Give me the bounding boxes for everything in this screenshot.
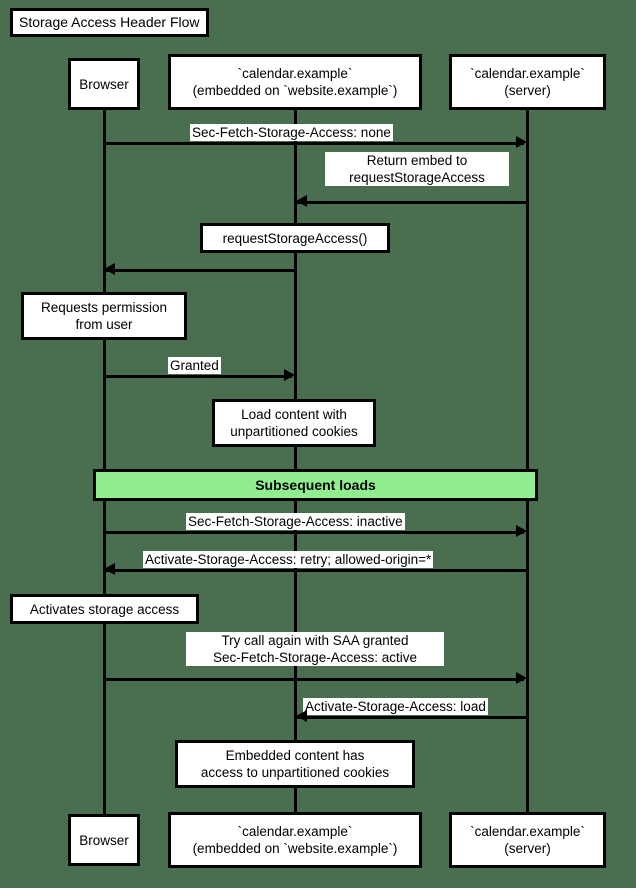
note-load-content-label: Load content with unpartitioned cookies	[230, 407, 358, 439]
note-activates-storage-access: Activates storage access	[10, 594, 199, 624]
participant-browser-bottom[interactable]: Browser	[68, 814, 140, 866]
participant-server-top[interactable]: `calendar.example` (server)	[449, 54, 606, 110]
note-embedded-content-access-label: Embedded content has access to unpartiti…	[200, 748, 390, 780]
diagram-title: Storage Access Header Flow	[10, 8, 209, 37]
message-line-embed-to-browser	[104, 269, 295, 272]
message-arrowhead-granted	[284, 369, 295, 381]
participant-embed-bottom-label: `calendar.example` (embedded on `website…	[192, 824, 398, 856]
message-label-activate-load: Activate-Storage-Access: load	[303, 698, 488, 715]
participant-embed-bottom[interactable]: `calendar.example` (embedded on `website…	[168, 812, 422, 868]
note-request-storage-access-label: requestStorageAccess()	[222, 230, 368, 246]
message-label-sec-fetch-inactive: Sec-Fetch-Storage-Access: inactive	[186, 513, 405, 530]
lifeline-embed	[294, 110, 297, 816]
message-arrowhead-embed-to-browser	[104, 263, 115, 275]
message-label-sec-fetch-none: Sec-Fetch-Storage-Access: none	[190, 124, 393, 141]
participant-browser-top[interactable]: Browser	[68, 58, 140, 110]
message-arrowhead-activate-load	[296, 710, 307, 722]
message-arrowhead-sec-fetch-inactive	[516, 525, 527, 537]
participant-server-bottom[interactable]: `calendar.example` (server)	[449, 812, 606, 868]
message-arrowhead-return-embed	[296, 195, 307, 207]
note-embedded-content-access: Embedded content has access to unpartiti…	[175, 740, 415, 788]
participant-server-top-label: `calendar.example` (server)	[470, 66, 585, 98]
message-label-granted: Granted	[168, 357, 221, 374]
message-label-try-call-again: Try call again with SAA granted Sec-Fetc…	[186, 632, 444, 666]
message-arrowhead-sec-fetch-none	[516, 136, 527, 148]
message-label-return-embed: Return embed to requestStorageAccess	[325, 152, 509, 186]
message-line-activate-load	[296, 716, 527, 719]
message-line-return-embed	[296, 201, 527, 204]
note-requests-permission-label: Requests permission from user	[40, 300, 168, 332]
message-arrowhead-try-call-again	[516, 672, 527, 684]
note-request-storage-access: requestStorageAccess()	[200, 223, 390, 253]
note-requests-permission: Requests permission from user	[21, 292, 187, 340]
section-banner-label: Subsequent loads	[255, 477, 376, 493]
section-banner-subsequent-loads: Subsequent loads	[93, 469, 538, 501]
message-label-activate-retry: Activate-Storage-Access: retry; allowed-…	[143, 551, 434, 568]
note-load-content: Load content with unpartitioned cookies	[212, 399, 376, 447]
participant-server-bottom-label: `calendar.example` (server)	[470, 824, 585, 856]
message-arrowhead-activate-retry	[104, 563, 115, 575]
message-line-activate-retry	[104, 569, 527, 572]
lifeline-server	[526, 110, 529, 816]
participant-browser-top-label: Browser	[79, 76, 129, 92]
message-line-sec-fetch-none	[104, 142, 524, 145]
message-line-try-call-again	[104, 678, 524, 681]
participant-embed-top-label: `calendar.example` (embedded on `website…	[192, 66, 398, 98]
participant-browser-bottom-label: Browser	[79, 832, 129, 848]
participant-embed-top[interactable]: `calendar.example` (embedded on `website…	[168, 54, 422, 110]
lifeline-browser	[103, 110, 106, 816]
message-line-sec-fetch-inactive	[104, 531, 524, 534]
message-line-granted	[104, 375, 292, 378]
note-activates-storage-access-label: Activates storage access	[29, 601, 180, 617]
